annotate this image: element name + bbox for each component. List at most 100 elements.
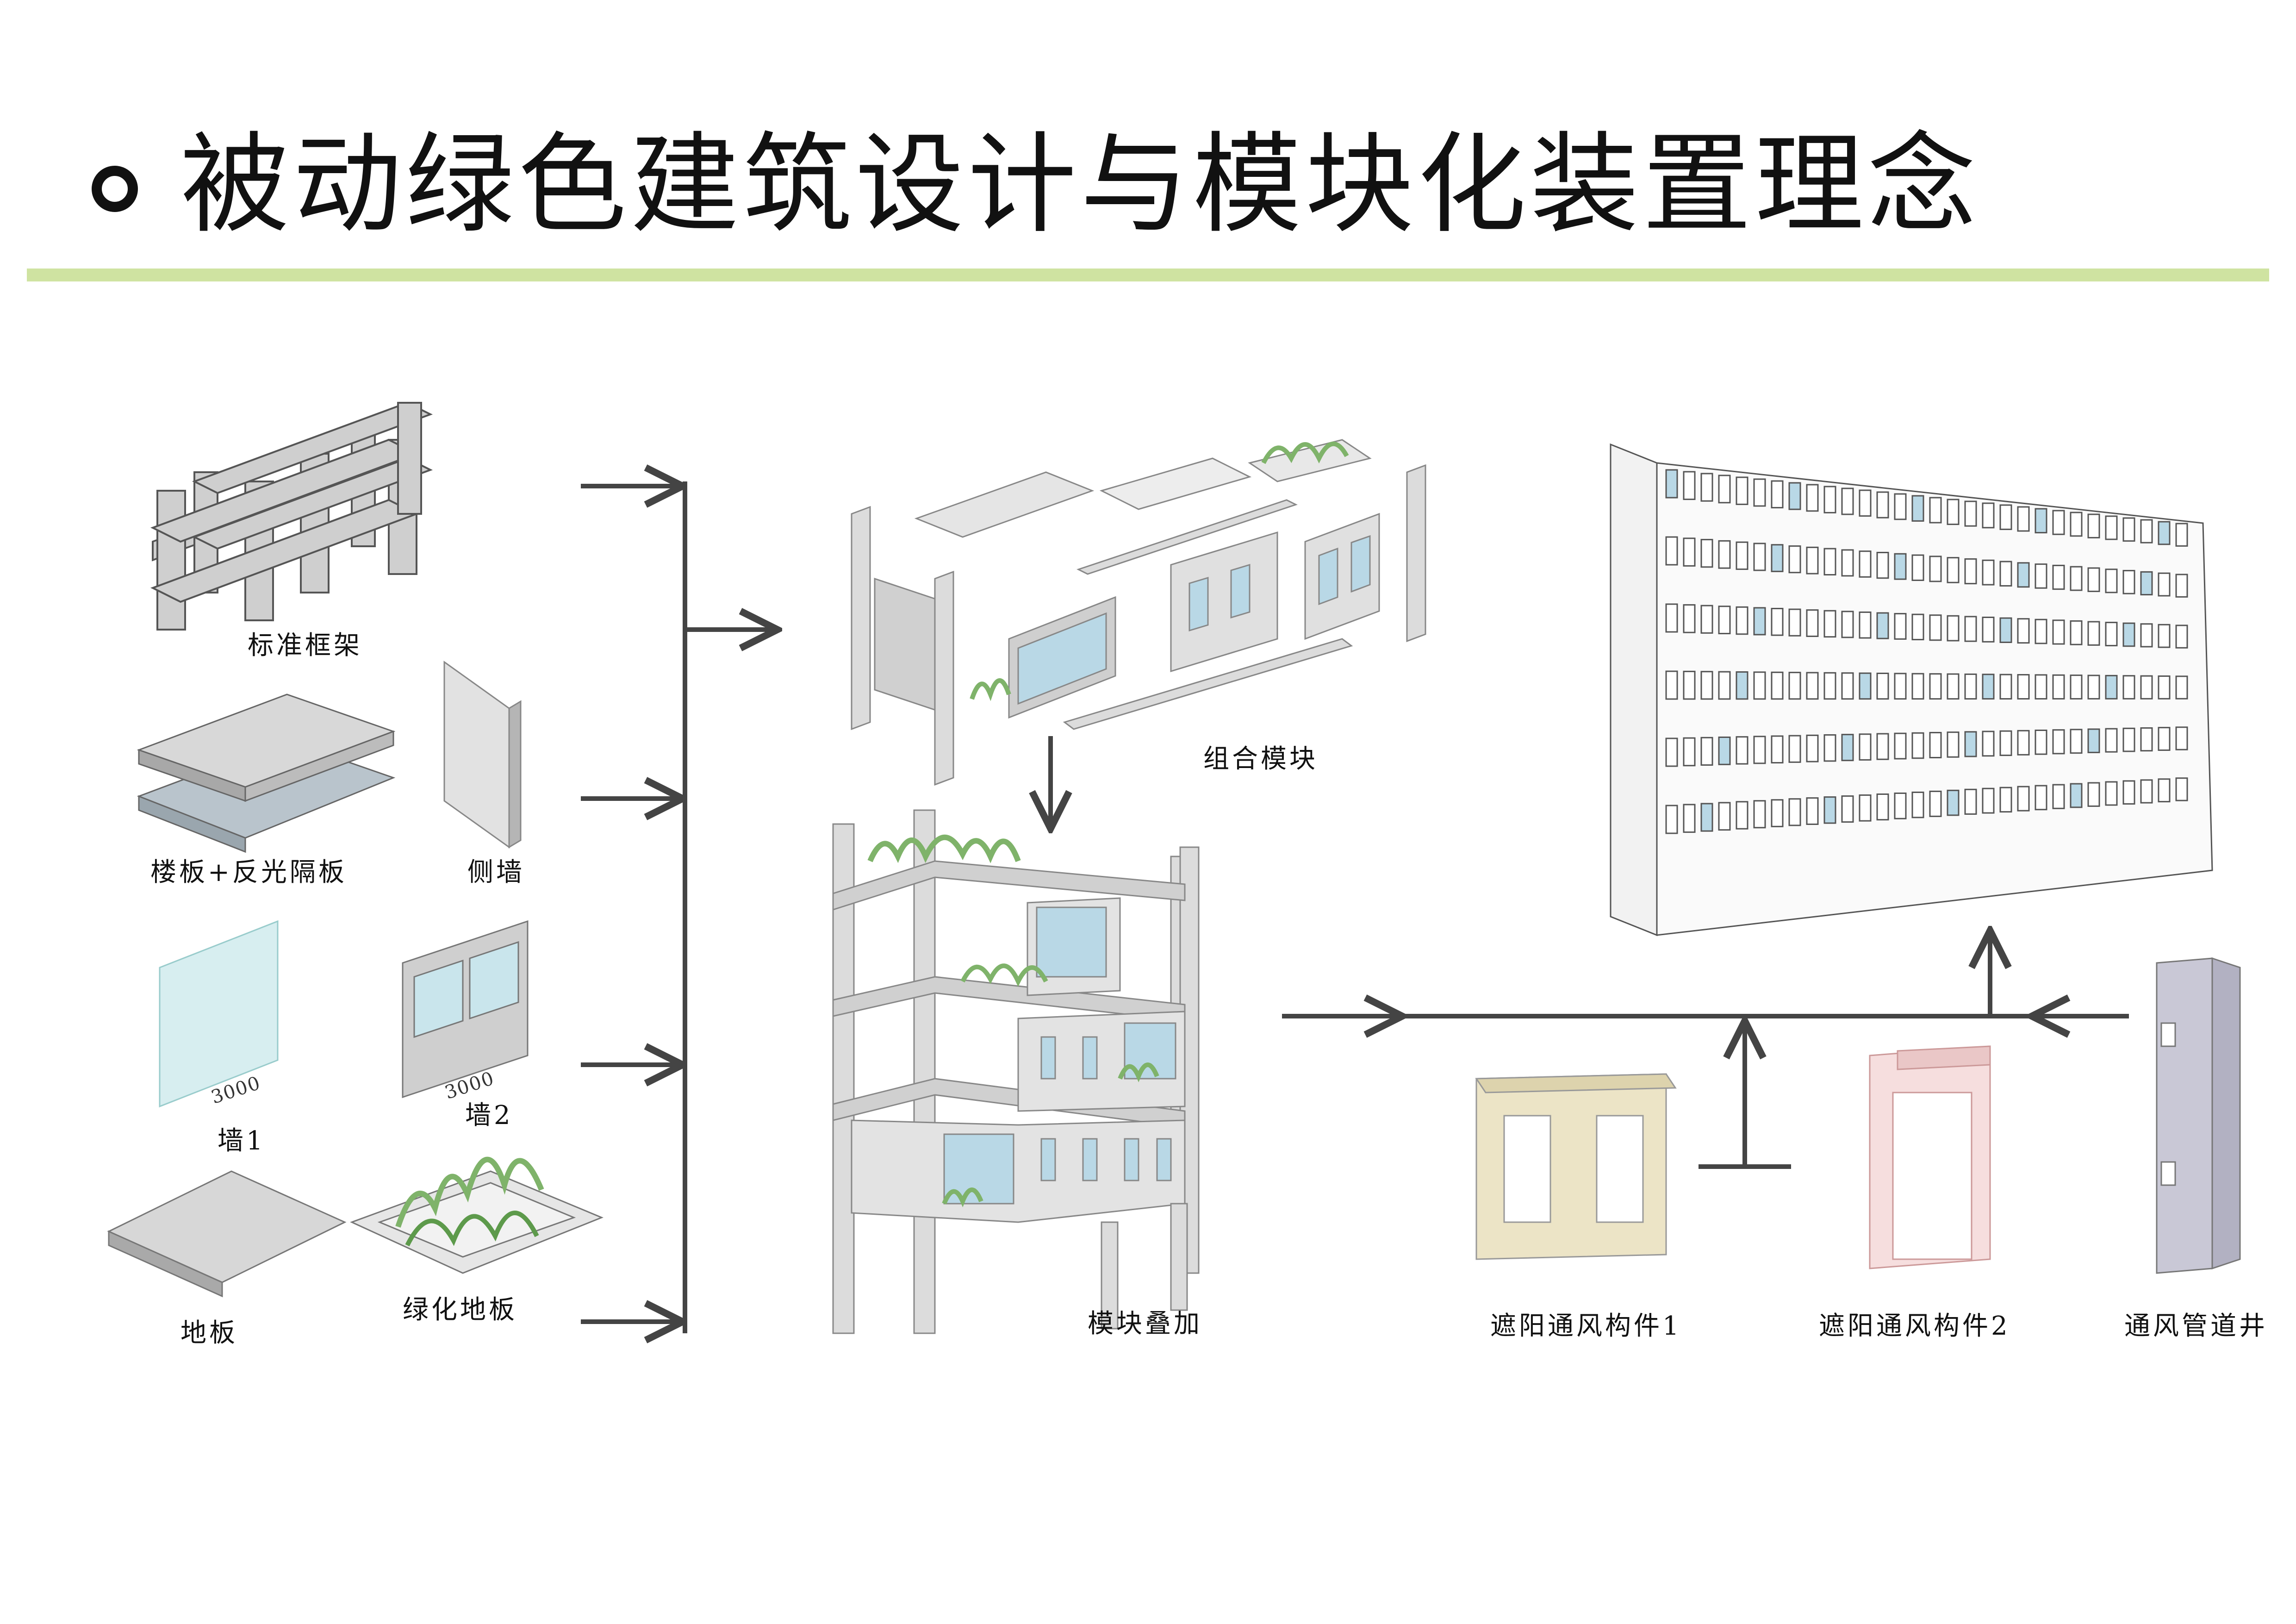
facade-window [2017, 618, 2030, 644]
facade-window [1788, 482, 1801, 510]
facade-window [1771, 480, 1784, 509]
facade-window [1788, 545, 1801, 574]
facade-window [1823, 610, 1836, 638]
facade-window [1964, 500, 1977, 527]
facade-window [2140, 519, 2153, 543]
facade-window [1982, 502, 1995, 529]
facade-window [2070, 783, 2083, 808]
label-wall2: 墙2 [465, 1100, 513, 1131]
facade-window [2158, 675, 2171, 700]
facade-window [1894, 613, 1907, 640]
facade-window [2017, 786, 2030, 812]
title-divider [27, 269, 2269, 281]
facade-window [1771, 608, 1784, 636]
label-wall1: 墙1 [218, 1126, 266, 1156]
facade-window [1718, 802, 1731, 831]
facade-window [1841, 487, 1854, 515]
facade-window [1947, 557, 1960, 583]
facade-window [1911, 791, 1924, 818]
label-stacked-module: 模块叠加 [1088, 1309, 1202, 1339]
facade-window [2052, 784, 2065, 809]
combined-module-illustration [851, 439, 1426, 786]
facade-window [1929, 556, 1942, 582]
facade-window [1982, 559, 1995, 586]
facade-window [1788, 735, 1801, 763]
facade-window [1894, 673, 1907, 700]
floor-slab-illustration [107, 1170, 347, 1298]
facade-window [1982, 787, 1995, 814]
facade-window [1700, 671, 1713, 700]
label-floor: 地板 [180, 1318, 238, 1348]
facade-window [1736, 541, 1748, 570]
page-title: 被动绿色建筑设计与模块化装置理念 [180, 122, 1980, 248]
facade-window [1947, 731, 1960, 758]
facade-window [1806, 672, 1819, 700]
facade-window [2052, 619, 2065, 645]
wall1-illustration [159, 920, 279, 1108]
facade-window [1823, 548, 1836, 576]
facade-window [2175, 523, 2188, 547]
facade-window [1929, 673, 1942, 700]
facade-window [2035, 563, 2047, 589]
facade-window [2105, 781, 2118, 806]
green-floor-illustration [350, 1156, 604, 1274]
facade-window [2017, 506, 2030, 532]
facade-window [1841, 795, 1854, 823]
facade-window [1753, 607, 1766, 636]
facade-window [2175, 726, 2188, 750]
facade-window [1841, 549, 1854, 577]
facade-window [2052, 564, 2065, 590]
facade-window [1876, 733, 1889, 760]
facade-window [2070, 675, 2083, 700]
facade-window [2052, 729, 2065, 755]
facade-window [2122, 675, 2135, 700]
facade-window [1964, 731, 1977, 757]
facade-window [1665, 603, 1678, 633]
facade-window [1999, 561, 2012, 587]
facade-window [1700, 539, 1713, 568]
facade-window [1982, 617, 1995, 643]
facade-window [1806, 484, 1819, 512]
facade-window [1806, 546, 1819, 575]
facade-window [1665, 536, 1678, 566]
facade-window [1859, 611, 1872, 639]
facade-window [1683, 537, 1696, 567]
facade-window [1859, 550, 1872, 578]
facade-window [2140, 779, 2153, 804]
facade-window [1806, 734, 1819, 762]
facade-window [1929, 497, 1942, 524]
facade-window [1665, 469, 1678, 499]
facade-window [1999, 674, 2012, 700]
facade-window [2175, 625, 2188, 649]
facade-window [2035, 618, 2047, 644]
facade-window [1718, 671, 1731, 700]
facade-window [2158, 572, 2171, 597]
facade-window [1823, 796, 1836, 824]
facade-window [2140, 623, 2153, 648]
facade-arrows [1282, 931, 2129, 1169]
facade-window [1736, 606, 1748, 635]
facade-window [2087, 621, 2100, 646]
facade-window [1859, 733, 1872, 761]
facade-window [2087, 782, 2100, 807]
facade-window [1982, 731, 1995, 757]
facade-window [1859, 489, 1872, 517]
facade-window [2105, 675, 2118, 700]
facade-window [2158, 624, 2171, 648]
facade-window [1929, 614, 1942, 641]
label-floor-panel: 楼板+反光隔板 [150, 857, 347, 887]
facade-window [1859, 794, 1872, 822]
facade-window [1964, 558, 1977, 585]
facade-illustration [1610, 443, 2213, 937]
facade-window [1911, 732, 1924, 759]
facade-window [2017, 674, 2030, 700]
facade-window [2017, 562, 2030, 588]
wall2-illustration [402, 920, 529, 1099]
facade-window [2035, 730, 2047, 755]
facade-window [1964, 616, 1977, 642]
facade-window [2035, 785, 2047, 811]
facade-window [2158, 778, 2171, 803]
facade-window [1700, 803, 1713, 832]
facade-window [2087, 675, 2100, 700]
facade-window [1665, 670, 1678, 700]
